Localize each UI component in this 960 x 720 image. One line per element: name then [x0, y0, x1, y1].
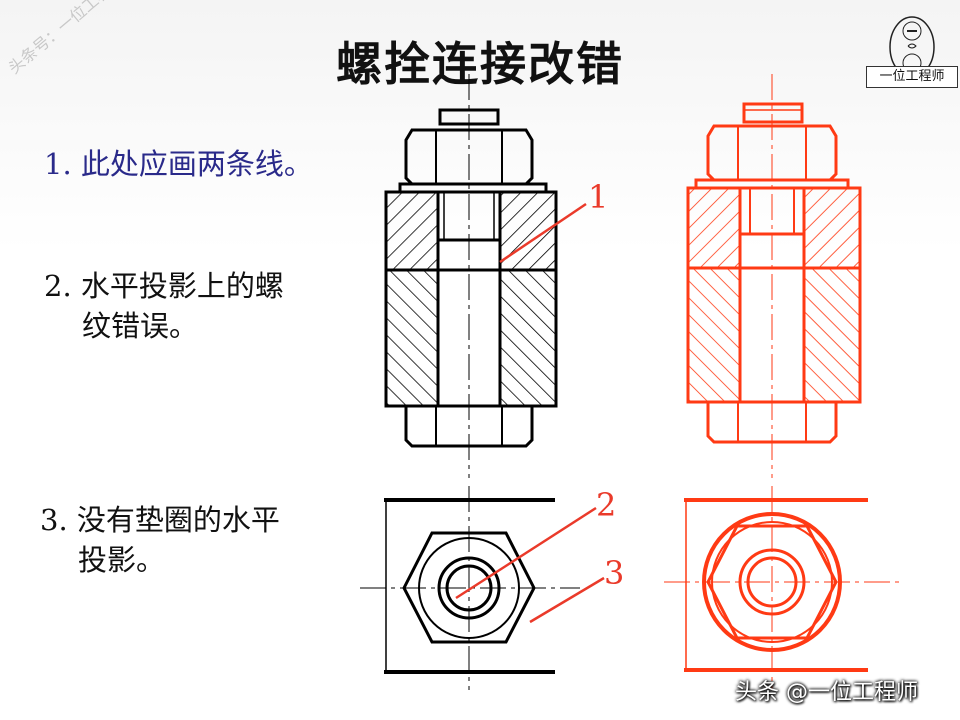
note-3-line-2: 投影。: [78, 543, 166, 577]
wrong-top-view: [360, 486, 580, 690]
note-2-line-1: 2. 水平投影上的螺: [44, 269, 284, 303]
logo-label: 一位工程师: [866, 66, 958, 88]
note-2-line-2: 纹错误。: [82, 309, 199, 343]
callout-2: 2: [596, 486, 616, 524]
callout-leader-1: [499, 202, 587, 264]
wrong-front-view: [384, 74, 558, 478]
footer-brand: 头条 @一位工程师: [735, 680, 918, 705]
correct-top-view: [664, 486, 900, 690]
correct-front-view: [686, 74, 862, 478]
callout-leader-2: [455, 506, 597, 600]
note-1: 1. 此处应画两条线。: [44, 147, 313, 181]
callout-1: 1: [588, 178, 608, 216]
note-3-line-1: 3. 没有垫圈的水平: [40, 503, 280, 537]
callout-leader-3: [529, 576, 605, 624]
note-2: 2. 水平投影上的螺 纹错误。: [44, 266, 364, 346]
callout-3: 3: [604, 554, 624, 592]
page-title: 螺拴连接改错: [336, 37, 624, 91]
note-3: 3. 没有垫圈的水平 投影。: [40, 500, 360, 580]
